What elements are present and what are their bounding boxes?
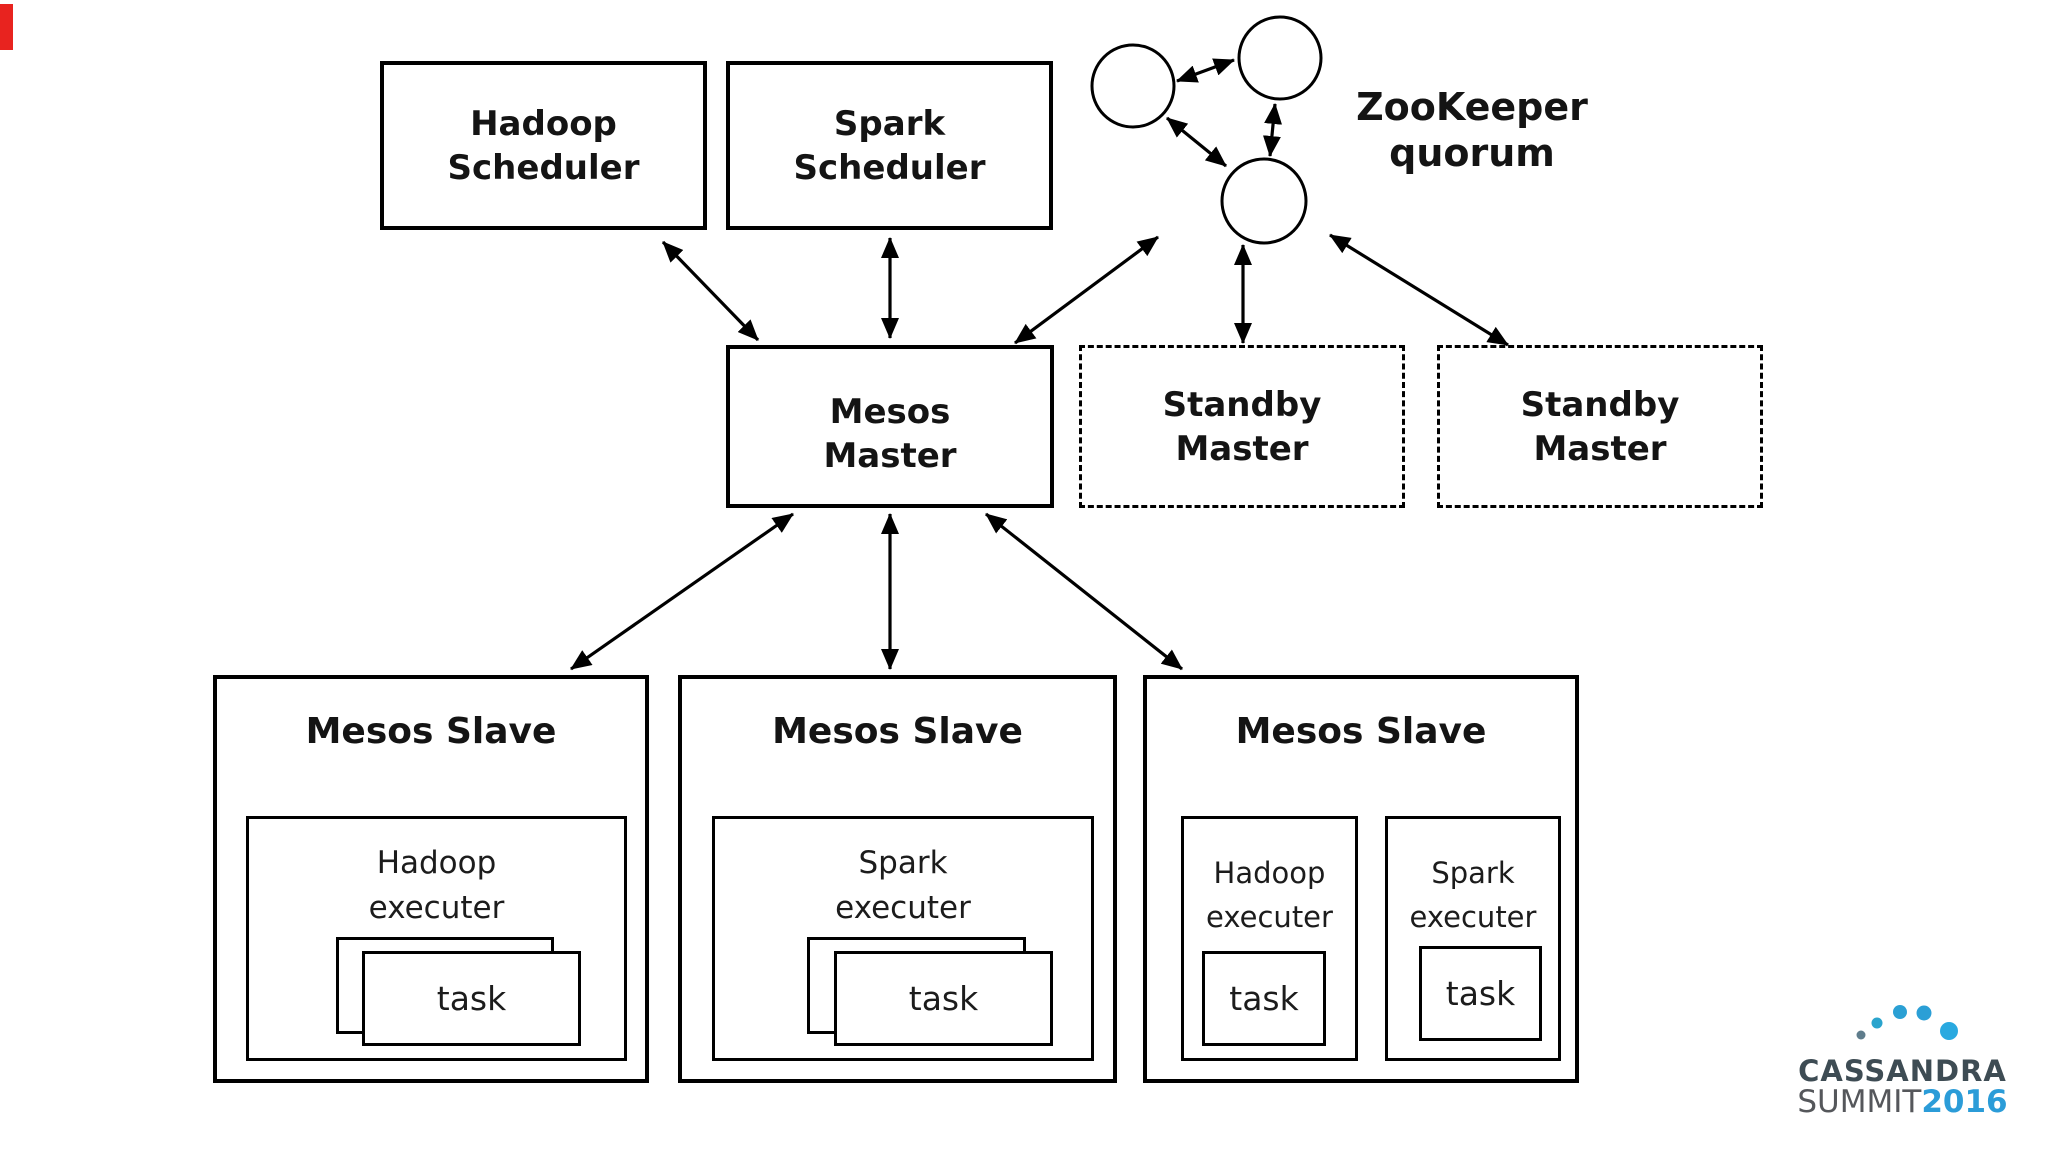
mesos-slave-2-title: Mesos Slave	[772, 711, 1023, 752]
cassandra-summit-logo: CASSANDRA SUMMIT2016	[1790, 990, 2020, 1125]
spark-executer-label: Spark executer	[1409, 856, 1537, 934]
mesos-slave-3-box: Mesos Slave Hadoop executer task Spark e…	[1143, 675, 1579, 1083]
zookeeper-node-circle	[1220, 157, 1308, 245]
hadoop-scheduler-box: Hadoop Scheduler	[380, 61, 707, 230]
mesos-slave-1-box: Mesos Slave Hadoop executer task	[213, 675, 649, 1083]
standby-master-1-label: Standby Master	[1162, 384, 1322, 469]
standby-master-2-box: Standby Master	[1437, 345, 1763, 508]
task-box: task	[362, 951, 581, 1046]
task-label: task	[1229, 979, 1299, 1018]
zookeeper-quorum	[1090, 15, 1323, 245]
spark-executer-label: Spark executer	[835, 845, 971, 926]
zookeeper-node-circle	[1090, 43, 1176, 129]
spark-scheduler-box: Spark Scheduler	[726, 61, 1053, 230]
mesos-slave-2-box: Mesos Slave Spark executer task	[678, 675, 1117, 1083]
arrow-zk2-zk3	[1262, 103, 1283, 157]
arrow-master-slave3	[985, 512, 1183, 671]
hadoop-executer-label: Hadoop executer	[1206, 856, 1333, 934]
arrow-hadoopsched-master	[661, 240, 760, 342]
mesos-master-box: Mesos Master	[726, 345, 1054, 508]
zookeeper-quorum-label: ZooKeeper quorum	[1356, 85, 1588, 175]
arrow-zookeeper-standby2	[1329, 233, 1509, 347]
arrow-master-zookeeper	[1014, 235, 1159, 345]
task-box: task	[1202, 951, 1326, 1046]
task-label: task	[908, 979, 979, 1018]
mesos-slave-1-title: Mesos Slave	[305, 711, 557, 752]
spark-executer-box: Spark executer	[1385, 816, 1561, 1061]
task-box: task	[1419, 946, 1542, 1041]
zookeeper-node-circle	[1237, 15, 1323, 101]
task-box: task	[834, 951, 1053, 1046]
standby-master-2-label: Standby Master	[1520, 384, 1680, 469]
standby-master-1-box: Standby Master	[1079, 345, 1405, 508]
logo-year-text: 2016	[1921, 1084, 2008, 1120]
logo-cassandra-text: CASSANDRA	[1798, 1054, 2007, 1088]
hadoop-executer-label: Hadoop executer	[368, 845, 505, 926]
task-label: task	[436, 979, 507, 1018]
mesos-master-label: Mesos Master	[823, 391, 957, 476]
hadoop-scheduler-label: Hadoop Scheduler	[447, 103, 640, 188]
logo-summit-text: SUMMIT2016	[1797, 1084, 2008, 1120]
mesos-slave-3-title: Mesos Slave	[1235, 711, 1487, 752]
arrow-zk1-zk3	[1165, 116, 1228, 168]
task-label: task	[1445, 974, 1516, 1013]
arrow-master-slave1	[570, 512, 794, 671]
spark-scheduler-label: Spark Scheduler	[793, 103, 986, 188]
arrow-zk1-zk2	[1176, 58, 1235, 83]
corner-red-mark	[0, 4, 13, 50]
